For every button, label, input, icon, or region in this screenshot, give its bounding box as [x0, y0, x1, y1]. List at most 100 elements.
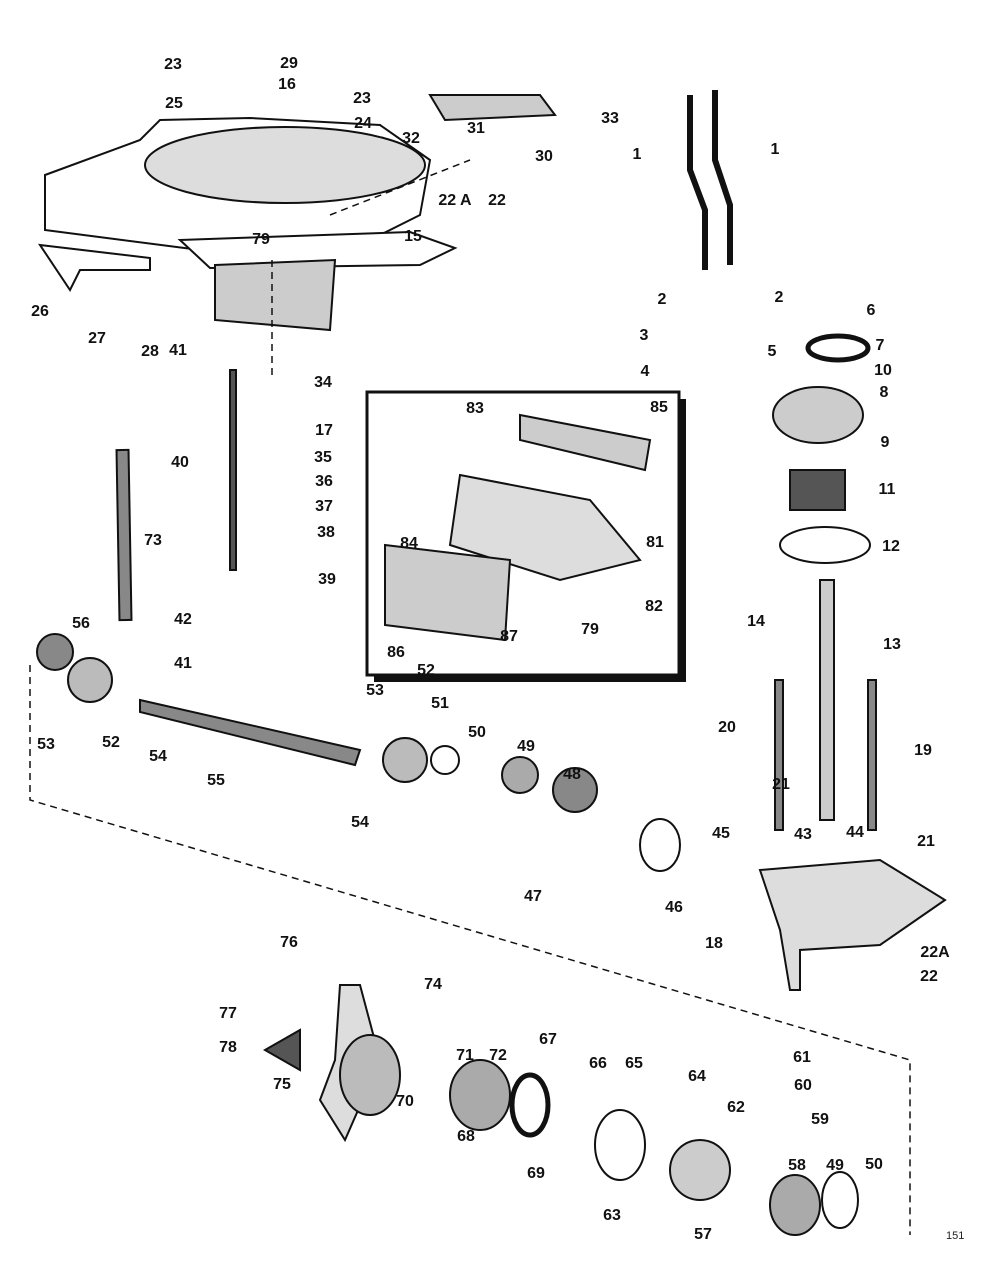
callout-label: 47 [524, 888, 542, 905]
callout-label: 7 [875, 337, 885, 354]
callout-label: 40 [171, 454, 189, 471]
callout-label: 84 [400, 535, 418, 552]
propeller-shaft-55 [139, 698, 362, 767]
gear-56 [36, 633, 74, 671]
housing-skeg [214, 258, 337, 332]
callout-label: 52 [417, 662, 435, 679]
callout-label: 2 [774, 289, 784, 306]
stud-19 [867, 679, 877, 831]
callout-label: 29 [280, 55, 298, 72]
callout-label: 36 [315, 473, 333, 490]
clutch-48 [552, 767, 598, 813]
assembly-line-top [329, 159, 471, 216]
callout-label: 43 [794, 826, 812, 843]
bearing-46 [639, 818, 681, 872]
callout-label: 53 [366, 682, 384, 699]
callout-label: 64 [688, 1068, 706, 1085]
callout-label: 56 [72, 615, 90, 632]
callout-label: 44 [846, 824, 864, 841]
shift-cable-40 [229, 369, 237, 571]
anti-ventilation-plate [177, 230, 458, 270]
pump-housing-9 [772, 386, 864, 444]
callout-label: 17 [315, 422, 333, 439]
callout-label: 25 [165, 95, 183, 112]
drive-shaft-13 [819, 579, 835, 821]
callout-label: 28 [141, 343, 159, 360]
housing-68 [449, 1059, 511, 1131]
callout-label: 45 [712, 825, 730, 842]
callout-label: 34 [314, 374, 332, 391]
callout-label: 87 [500, 628, 518, 645]
callout-label: 79 [581, 621, 599, 638]
stud-20 [774, 679, 784, 831]
callout-label: 81 [646, 534, 664, 551]
callout-label: 60 [794, 1077, 812, 1094]
callout-label: 61 [793, 1049, 811, 1066]
callout-label: 78 [219, 1039, 237, 1056]
callout-label: 1 [632, 146, 642, 163]
callout-label: 77 [219, 1005, 237, 1022]
callout-label: 67 [539, 1031, 557, 1048]
callout-label: 53 [37, 736, 55, 753]
callout-label: 73 [144, 532, 162, 549]
callout-label: 6 [866, 302, 876, 319]
callout-label: 27 [88, 330, 106, 347]
housing-81 [448, 473, 642, 582]
assembly-line-left [29, 665, 911, 1235]
spring-49b [769, 1174, 821, 1236]
callout-label: 5 [767, 343, 777, 360]
callout-label: 14 [747, 613, 765, 630]
callout-label: 23 [353, 90, 371, 107]
callout-label: 22 A [438, 192, 472, 209]
callout-label: 42 [174, 611, 192, 628]
shift-rod-right [712, 90, 733, 265]
callout-label: 49 [826, 1157, 844, 1174]
callout-label: 52 [102, 734, 120, 751]
shift-rod-left [687, 95, 708, 270]
callout-label: 57 [694, 1226, 712, 1243]
callout-label: 15 [404, 228, 422, 245]
callout-label: 2 [657, 291, 667, 308]
callout-label: 70 [396, 1093, 414, 1110]
callout-label: 38 [317, 524, 335, 541]
callout-label: 71 [456, 1047, 474, 1064]
impeller-11 [789, 469, 846, 511]
callout-label: 50 [865, 1156, 883, 1173]
callout-label: 37 [315, 498, 333, 515]
callout-label: 82 [645, 598, 663, 615]
callout-label: 79 [252, 231, 270, 248]
callout-label: 4 [640, 363, 650, 380]
gearcase-18 [758, 858, 947, 991]
callout-label: 62 [727, 1099, 745, 1116]
callout-label: 72 [489, 1047, 507, 1064]
callout-label: 8 [879, 384, 889, 401]
callout-label: 11 [878, 481, 896, 498]
callout-label: 39 [318, 571, 336, 588]
callout-label: 35 [314, 449, 332, 466]
ring-67 [509, 1072, 551, 1138]
callout-label: 32 [402, 130, 420, 147]
callout-label: 58 [788, 1157, 806, 1174]
callout-label: 76 [280, 934, 298, 951]
tube-73 [115, 448, 133, 622]
ring-50 [821, 1171, 859, 1229]
shift-lever-bracket [428, 94, 557, 122]
plate-12 [779, 526, 871, 564]
shell-86 [384, 543, 512, 642]
callout-label: 30 [535, 148, 553, 165]
callout-label: 22A [920, 944, 950, 961]
callout-label: 24 [354, 115, 372, 132]
prop-hub [339, 1034, 401, 1116]
callout-label: 31 [467, 120, 485, 137]
callout-label: 41 [169, 342, 187, 359]
seal-7 [805, 333, 871, 363]
callout-label: 74 [424, 976, 442, 993]
callout-label: 18 [705, 935, 723, 952]
callout-label: 85 [650, 399, 668, 416]
callout-label: 10 [874, 362, 892, 379]
callout-label: 3 [639, 327, 649, 344]
callout-label: 16 [278, 76, 296, 93]
spring-49 [501, 756, 539, 794]
callout-label: 54 [351, 814, 369, 831]
